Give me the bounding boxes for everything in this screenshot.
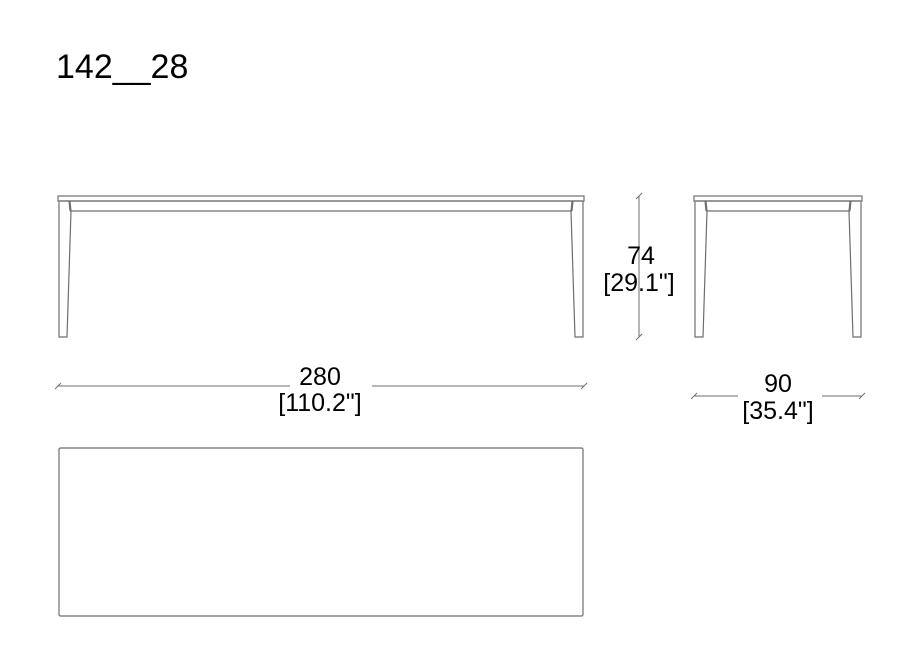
length-cm-label: 280 bbox=[299, 363, 341, 391]
product-code-title: 142__28 bbox=[56, 48, 188, 86]
front-view bbox=[57, 195, 585, 338]
front-tabletop bbox=[57, 195, 585, 202]
depth-dimension-line bbox=[690, 392, 866, 400]
front-right-leg bbox=[570, 200, 584, 338]
side-right-leg bbox=[848, 200, 862, 338]
length-inch-label: [110.2"] bbox=[278, 389, 361, 417]
depth-inch-label: [35.4"] bbox=[742, 397, 813, 425]
height-dimension-line bbox=[635, 192, 643, 341]
top-view-outline bbox=[58, 447, 584, 617]
front-left-leg bbox=[58, 200, 72, 338]
height-inch-label: [29.1"] bbox=[603, 269, 674, 297]
depth-cm-label: 90 bbox=[764, 370, 792, 398]
side-view bbox=[693, 195, 863, 338]
top-view bbox=[58, 447, 584, 617]
length-dimension-line bbox=[54, 382, 588, 390]
side-left-leg bbox=[694, 200, 708, 338]
height-cm-label: 74 bbox=[627, 242, 655, 270]
side-tabletop bbox=[693, 195, 863, 202]
